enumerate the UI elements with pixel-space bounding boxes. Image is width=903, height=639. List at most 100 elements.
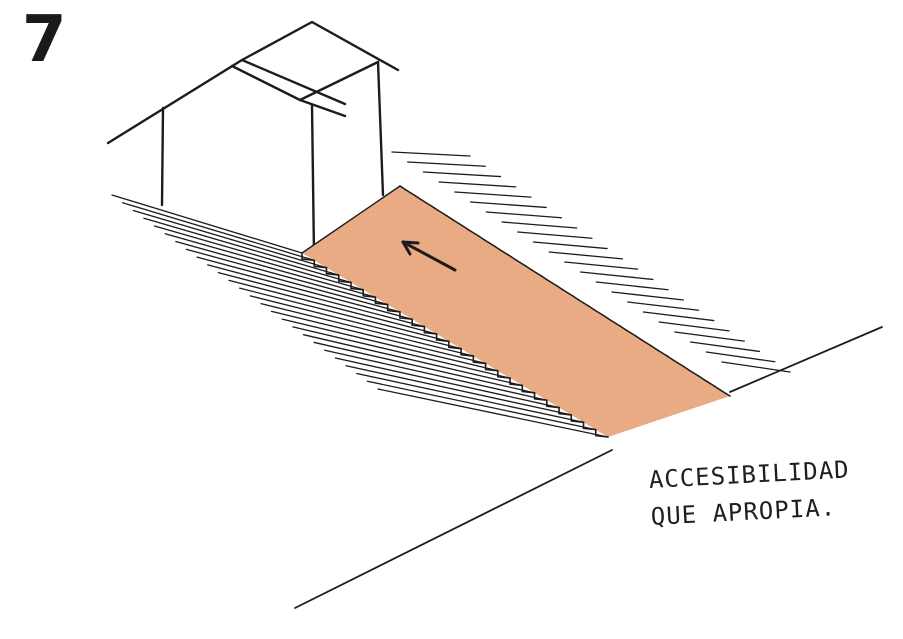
stair-tread [121, 202, 315, 262]
stair-tread [260, 302, 475, 357]
right-stairs [391, 151, 791, 373]
stair-tread [175, 240, 377, 298]
stair-riser [572, 295, 580, 301]
ramp [301, 185, 730, 437]
stair-tread [366, 380, 597, 431]
stair-nosing [656, 349, 668, 357]
stair-nosing [582, 427, 597, 431]
stair-nosing [436, 209, 448, 217]
stair-tread [564, 261, 639, 270]
stair-tread [517, 231, 593, 239]
right-stair-edge [399, 185, 731, 397]
stair-nosing [703, 379, 716, 387]
stair-nosing [386, 309, 401, 313]
stair-riser [430, 205, 439, 211]
stair-nosing [468, 229, 480, 237]
stair-riser [650, 345, 659, 351]
stair-nosing [405, 189, 417, 197]
stair-tread [217, 271, 426, 328]
stair-tread [377, 388, 609, 438]
stair-nosing [460, 353, 475, 357]
left-stairs [111, 194, 609, 438]
stair-riser [603, 315, 612, 321]
stair-nosing [497, 375, 511, 379]
stair-tread [407, 161, 486, 167]
stair-nosing [640, 339, 653, 347]
arrow-up-left-icon [401, 240, 457, 272]
stair-riser [666, 355, 674, 361]
stair-nosing [578, 299, 590, 307]
stair-tread [705, 351, 776, 363]
stair-nosing [499, 249, 511, 257]
stair-tread [334, 357, 560, 409]
stair-riser [556, 285, 564, 291]
stair-nosing [546, 279, 558, 287]
stair-nosing [593, 309, 606, 317]
stair-tread [501, 221, 578, 229]
stair-tread [485, 211, 563, 219]
stair-tread [239, 287, 450, 342]
stair-nosing [509, 383, 524, 387]
stair-tread [532, 241, 608, 250]
stair-nosing [625, 329, 637, 337]
stair-tread [292, 326, 511, 379]
stair-nosing [423, 331, 438, 335]
stair-tread [627, 301, 700, 311]
stair-nosing [609, 319, 621, 327]
stair-tread [579, 271, 654, 281]
stair-tread [132, 209, 328, 269]
stair-tread [324, 349, 548, 401]
stair-riser [446, 215, 454, 221]
stair-nosing [570, 420, 585, 424]
stair-tread [164, 233, 364, 291]
stair-nosing [313, 265, 328, 269]
caption: ACCESIBILIDAD QUE APROPIA. [648, 451, 852, 536]
stair-nosing [562, 289, 574, 297]
stair-tread [611, 291, 684, 301]
stair-nosing [719, 389, 731, 397]
stair-nosing [452, 219, 464, 227]
stair-riser [619, 325, 627, 331]
stair-tread [281, 318, 499, 372]
stair-riser [540, 275, 549, 281]
stair-tread [153, 225, 352, 284]
stair-tread [207, 264, 413, 320]
stair-nosing [672, 359, 684, 367]
stair-tread [228, 279, 438, 335]
stair-nosing [472, 361, 487, 365]
stair-nosing [435, 339, 450, 343]
stair-riser [587, 305, 596, 311]
stair-nosing [594, 434, 609, 438]
stair-nosing [325, 272, 340, 276]
stair-nosing [411, 324, 426, 328]
stair-riser [634, 335, 643, 341]
stair-tread [391, 151, 471, 157]
stair-nosing [688, 369, 700, 377]
left-stair-edge [301, 252, 609, 438]
stair-tread [469, 201, 547, 209]
stair-tread [356, 372, 585, 423]
stair-nosing [484, 368, 499, 372]
stair-tread [548, 251, 624, 260]
stair-nosing [521, 390, 536, 394]
stair-nosing [448, 346, 462, 350]
stair-riser [493, 245, 502, 251]
stair-riser [713, 385, 722, 391]
ground-lines [294, 326, 883, 609]
stair-tread [313, 341, 536, 394]
stair-nosing [546, 405, 560, 409]
stair-nosing [558, 412, 573, 416]
stair-tread [249, 295, 462, 350]
stair-nosing [362, 295, 377, 298]
stair-tread [345, 365, 572, 416]
figure-number: 7 [22, 3, 67, 77]
stair-riser [697, 375, 706, 381]
stair-tread [111, 194, 303, 254]
stair-riser [414, 195, 423, 201]
stair-riser [399, 185, 407, 191]
stair-tread [674, 331, 745, 342]
stair-tread [302, 334, 523, 387]
stair-tread [422, 171, 502, 178]
stair-nosing [399, 317, 413, 321]
stair-nosing [483, 239, 496, 247]
